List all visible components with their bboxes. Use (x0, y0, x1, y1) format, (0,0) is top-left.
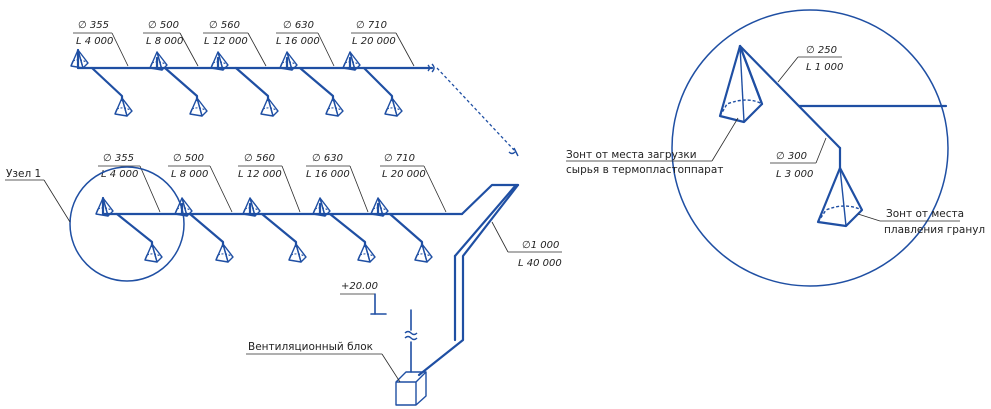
row2-l-3: L 16 000 (306, 169, 350, 180)
row2-l-2: L 12 000 (238, 169, 282, 180)
hood-icon (414, 243, 433, 263)
vent-unit-label: Вентиляционный блок (248, 341, 373, 353)
row1-d-1: ∅ 500 (148, 20, 179, 31)
duct-row-2 (95, 196, 464, 263)
hood-icon (357, 243, 376, 263)
elevation-value: +20.00 (341, 281, 378, 292)
detail-top-l: L 1 000 (806, 62, 843, 73)
row1-l-1: L 8 000 (146, 36, 183, 47)
hood-icon (384, 97, 403, 117)
detail-top-leader (777, 56, 799, 83)
row1-d-4: ∅ 710 (356, 20, 387, 31)
connector-mark (508, 147, 519, 157)
row2-l-0: L 4 000 (101, 169, 138, 180)
vent-riser (404, 309, 418, 373)
node-1-circle (69, 166, 185, 282)
main-duct-l: L 40 000 (518, 258, 562, 269)
row1-l-4: L 20 000 (352, 36, 396, 47)
vent-unit-box (395, 371, 427, 406)
row2-d-1: ∅ 500 (173, 153, 204, 164)
row2-l-1: L 8 000 (171, 169, 208, 180)
dashed-connector (436, 67, 515, 151)
row1-labels: ∅ 355 L 4 000 ∅ 500 L 8 000 ∅ 560 L 12 0… (73, 20, 415, 67)
hood-melt-line2: плавления гранул (884, 224, 985, 236)
node-leader (43, 179, 71, 223)
elevation-mark: +20.00 (340, 281, 387, 315)
main-duct (417, 183, 520, 377)
hood-icon (144, 243, 163, 263)
hood-melt-leader (857, 213, 881, 222)
hood-icon (70, 49, 89, 69)
hood-icon (189, 97, 208, 117)
row2-d-3: ∅ 630 (312, 153, 343, 164)
hood-icon (325, 97, 344, 117)
duct-row-1 (70, 48, 435, 117)
row1-l-3: L 16 000 (276, 36, 320, 47)
row2-labels: ∅ 355 L 4 000 ∅ 500 L 8 000 ∅ 560 L 12 0… (98, 153, 447, 213)
detail-mid-d: ∅ 300 (776, 151, 807, 162)
row2-d-4: ∅ 710 (384, 153, 415, 164)
node-label: Узел 1 (6, 168, 41, 180)
hood-icon (288, 243, 307, 263)
hood-icon (260, 97, 279, 117)
hood-load-line1: Зонт от места загрузки (566, 149, 697, 161)
row2-l-4: L 20 000 (382, 169, 426, 180)
hood-icon (114, 97, 133, 117)
detail-circle (671, 9, 949, 287)
main-duct-d: ∅1 000 (522, 240, 559, 251)
detail-mid-l: L 3 000 (776, 169, 813, 180)
row1-d-3: ∅ 630 (283, 20, 314, 31)
row2-d-0: ∅ 355 (103, 153, 134, 164)
row1-d-0: ∅ 355 (78, 20, 109, 31)
row1-l-0: L 4 000 (76, 36, 113, 47)
hood-icon (215, 243, 234, 263)
hood-load-line2: сырья в термопластоппарат (566, 164, 723, 176)
vent-leader (381, 353, 401, 383)
hood-melt-line1: Зонт от места (886, 208, 964, 220)
detail-mid-leader (815, 137, 827, 164)
hood-load-leader (711, 117, 739, 162)
main-duct-leader (491, 221, 509, 253)
detail-view (671, 9, 949, 287)
row1-d-2: ∅ 560 (209, 20, 240, 31)
row1-l-2: L 12 000 (204, 36, 248, 47)
detail-top-d: ∅ 250 (806, 45, 837, 56)
row2-d-2: ∅ 560 (244, 153, 275, 164)
